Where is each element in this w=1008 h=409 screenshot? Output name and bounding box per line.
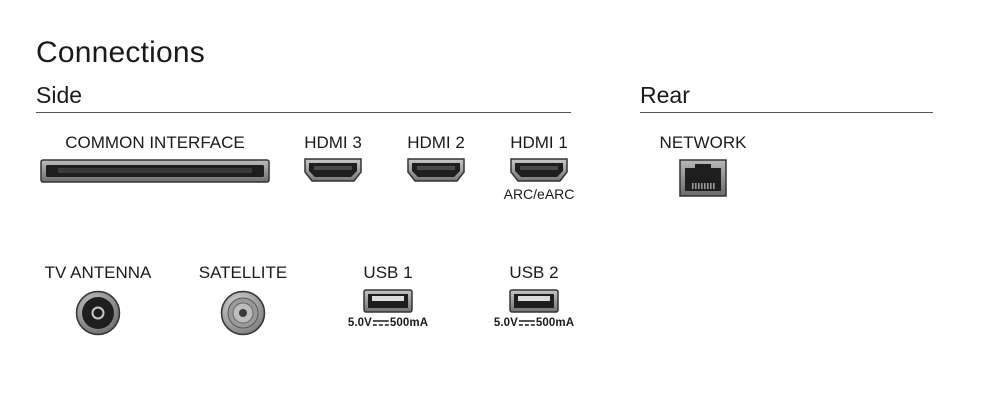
satellite-label: SATELLITE (198, 263, 288, 282)
usb-port-icon (509, 289, 559, 313)
tv-antenna-label: TV ANTENNA (44, 263, 152, 282)
usb-port-icon (363, 289, 413, 313)
hdmi2-label: HDMI 2 (407, 133, 465, 152)
hdmi3-label: HDMI 3 (304, 133, 362, 152)
coax-port-icon (75, 290, 121, 336)
ci-slot-icon (40, 159, 270, 183)
f-connector-icon (220, 290, 266, 336)
section-rear-heading: Rear (640, 82, 690, 108)
section-side-heading: Side (36, 82, 83, 108)
section-side-divider (36, 112, 571, 113)
hdmi-port-icon (509, 157, 569, 183)
page-title: Connections (36, 36, 205, 69)
usb1-label: USB 1 (363, 263, 413, 282)
hdmi-port-icon (303, 157, 363, 183)
hdmi-port-icon (406, 157, 466, 183)
network-label: NETWORK (659, 133, 747, 152)
section-rear-divider (640, 112, 933, 113)
ethernet-port-icon (679, 159, 727, 197)
usb2-label: USB 2 (509, 263, 559, 282)
hdmi1-label: HDMI 1 (510, 133, 568, 152)
common-interface-label: COMMON INTERFACE (65, 133, 245, 152)
hdmi1-arc-label: ARC/eARC (503, 186, 575, 202)
